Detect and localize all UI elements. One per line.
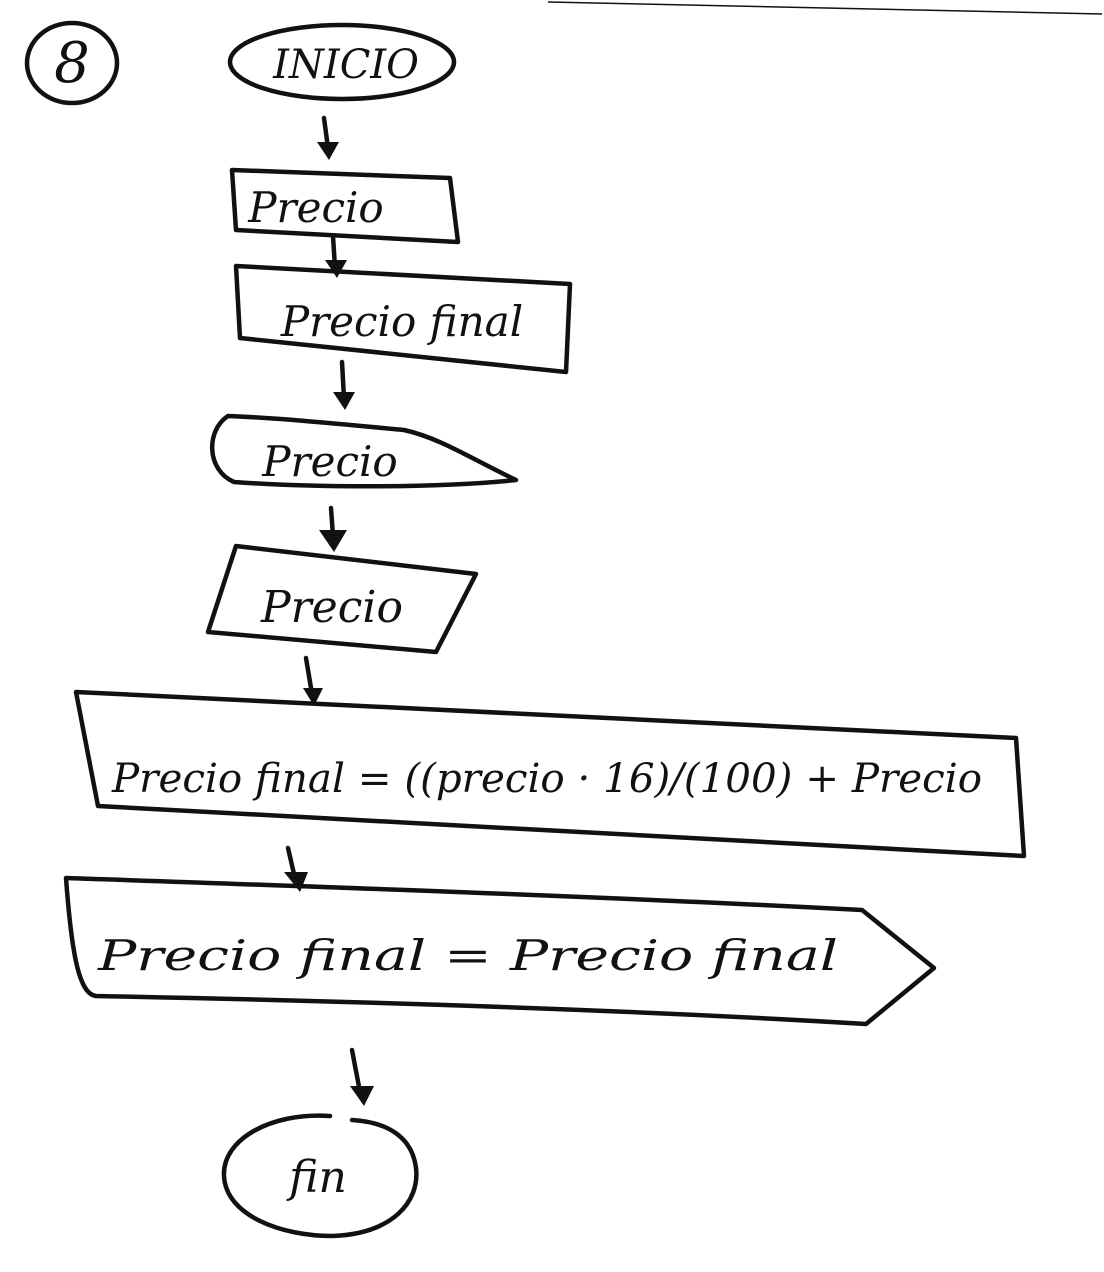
node-decl-precio-final-label: Precio final [280, 297, 523, 346]
node-prompt-precio-label: Precio [261, 437, 397, 486]
node-decl-precio: Precio [229, 167, 461, 245]
node-decl-precio-label: Precio [247, 183, 383, 232]
node-end: fin [221, 1113, 419, 1239]
edge-decl-precio-final-to-prompt-precio [333, 359, 355, 410]
exercise-number: 8 [54, 31, 90, 96]
edge-input-precio-to-calc-precio-final [303, 655, 323, 706]
node-start-label: INICIO [272, 42, 419, 88]
node-output-precio-final-label: Precio final = Precio final [97, 931, 838, 980]
exercise-number-badge: 8 [24, 20, 120, 106]
node-input-precio: Precio [205, 543, 479, 655]
edge-prompt-precio-to-input-precio [319, 505, 347, 552]
page-edge-line [547, 1, 1103, 15]
node-prompt-precio: Precio [210, 413, 519, 489]
node-calc-precio-final-label: Precio final = ((precio · 16)/(100) + Pr… [111, 756, 982, 802]
edge-start-to-decl-precio [317, 115, 339, 160]
node-decl-precio-final: Precio final [233, 263, 573, 375]
node-output-precio-final: Precio final = Precio final [63, 875, 937, 1027]
node-start: INICIO [227, 22, 457, 102]
node-end-label: fin [286, 1152, 347, 1203]
edge-decl-precio-to-decl-precio-final [325, 233, 347, 278]
edge-output-precio-final-to-end [349, 1047, 374, 1106]
node-calc-precio-final: Precio final = ((precio · 16)/(100) + Pr… [73, 689, 1027, 859]
node-input-precio-label: Precio [260, 582, 403, 633]
